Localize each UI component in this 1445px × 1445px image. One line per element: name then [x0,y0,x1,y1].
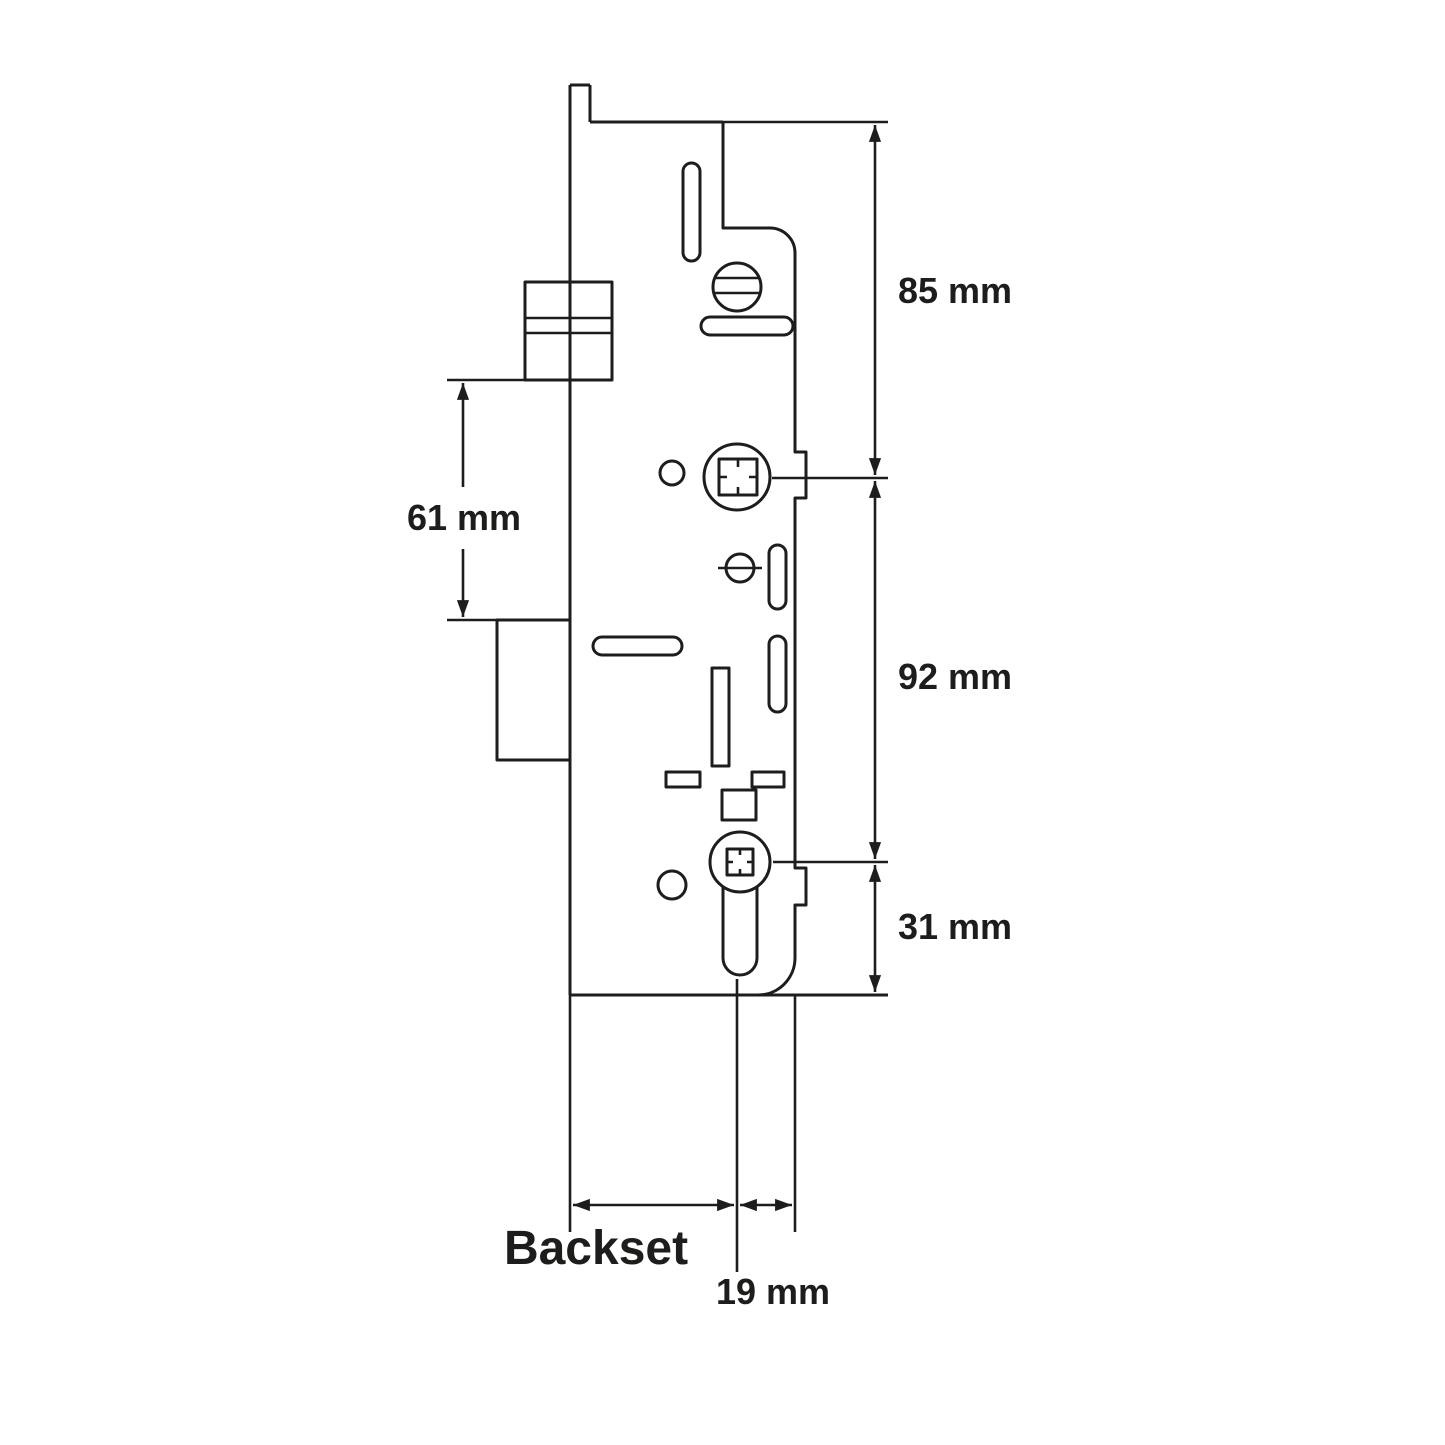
deadbolt-outline [495,618,570,762]
slot-mid-right-upper [767,543,788,611]
slot-mid-right-lower [767,634,788,714]
slot-mid-left-horizontal [591,635,684,657]
label-19mm: 19 mm [716,1271,830,1312]
latch-bolt [523,280,614,382]
label-61mm: 61 mm [407,497,521,538]
euro-cylinder-keyhole [721,887,759,977]
dimensions-bottom: Backset 19 mm [504,979,830,1312]
case-right-outline [721,122,808,997]
small-square-center [720,788,758,822]
mechanism-details [591,161,795,977]
latch-bolt-outline [523,280,614,382]
handle-follower [702,442,772,512]
dimensions-left: 61 mm [407,378,525,622]
cylinder-screw-hole [656,869,688,901]
slot-top-horizontal [699,315,795,337]
label-31mm: 31 mm [898,906,1012,947]
cam-knob-bands [714,276,760,295]
small-rect-right [750,770,786,789]
small-rect-left [664,770,702,789]
dimensions-right: 85 mm 92 mm 31 mm [723,120,1012,992]
label-85mm: 85 mm [898,270,1012,311]
lock-body [568,83,888,997]
cylinder-follower [708,830,772,894]
follower-screw-hole [658,459,686,487]
label-backset: Backset [504,1222,688,1275]
cylinder-square-ticks [727,849,753,875]
lever-slot-plain [710,666,731,768]
spindle-square-ticks [719,459,757,495]
label-92mm: 92 mm [898,656,1012,697]
slot-top-vertical [681,161,702,263]
cam-knob [711,261,763,313]
